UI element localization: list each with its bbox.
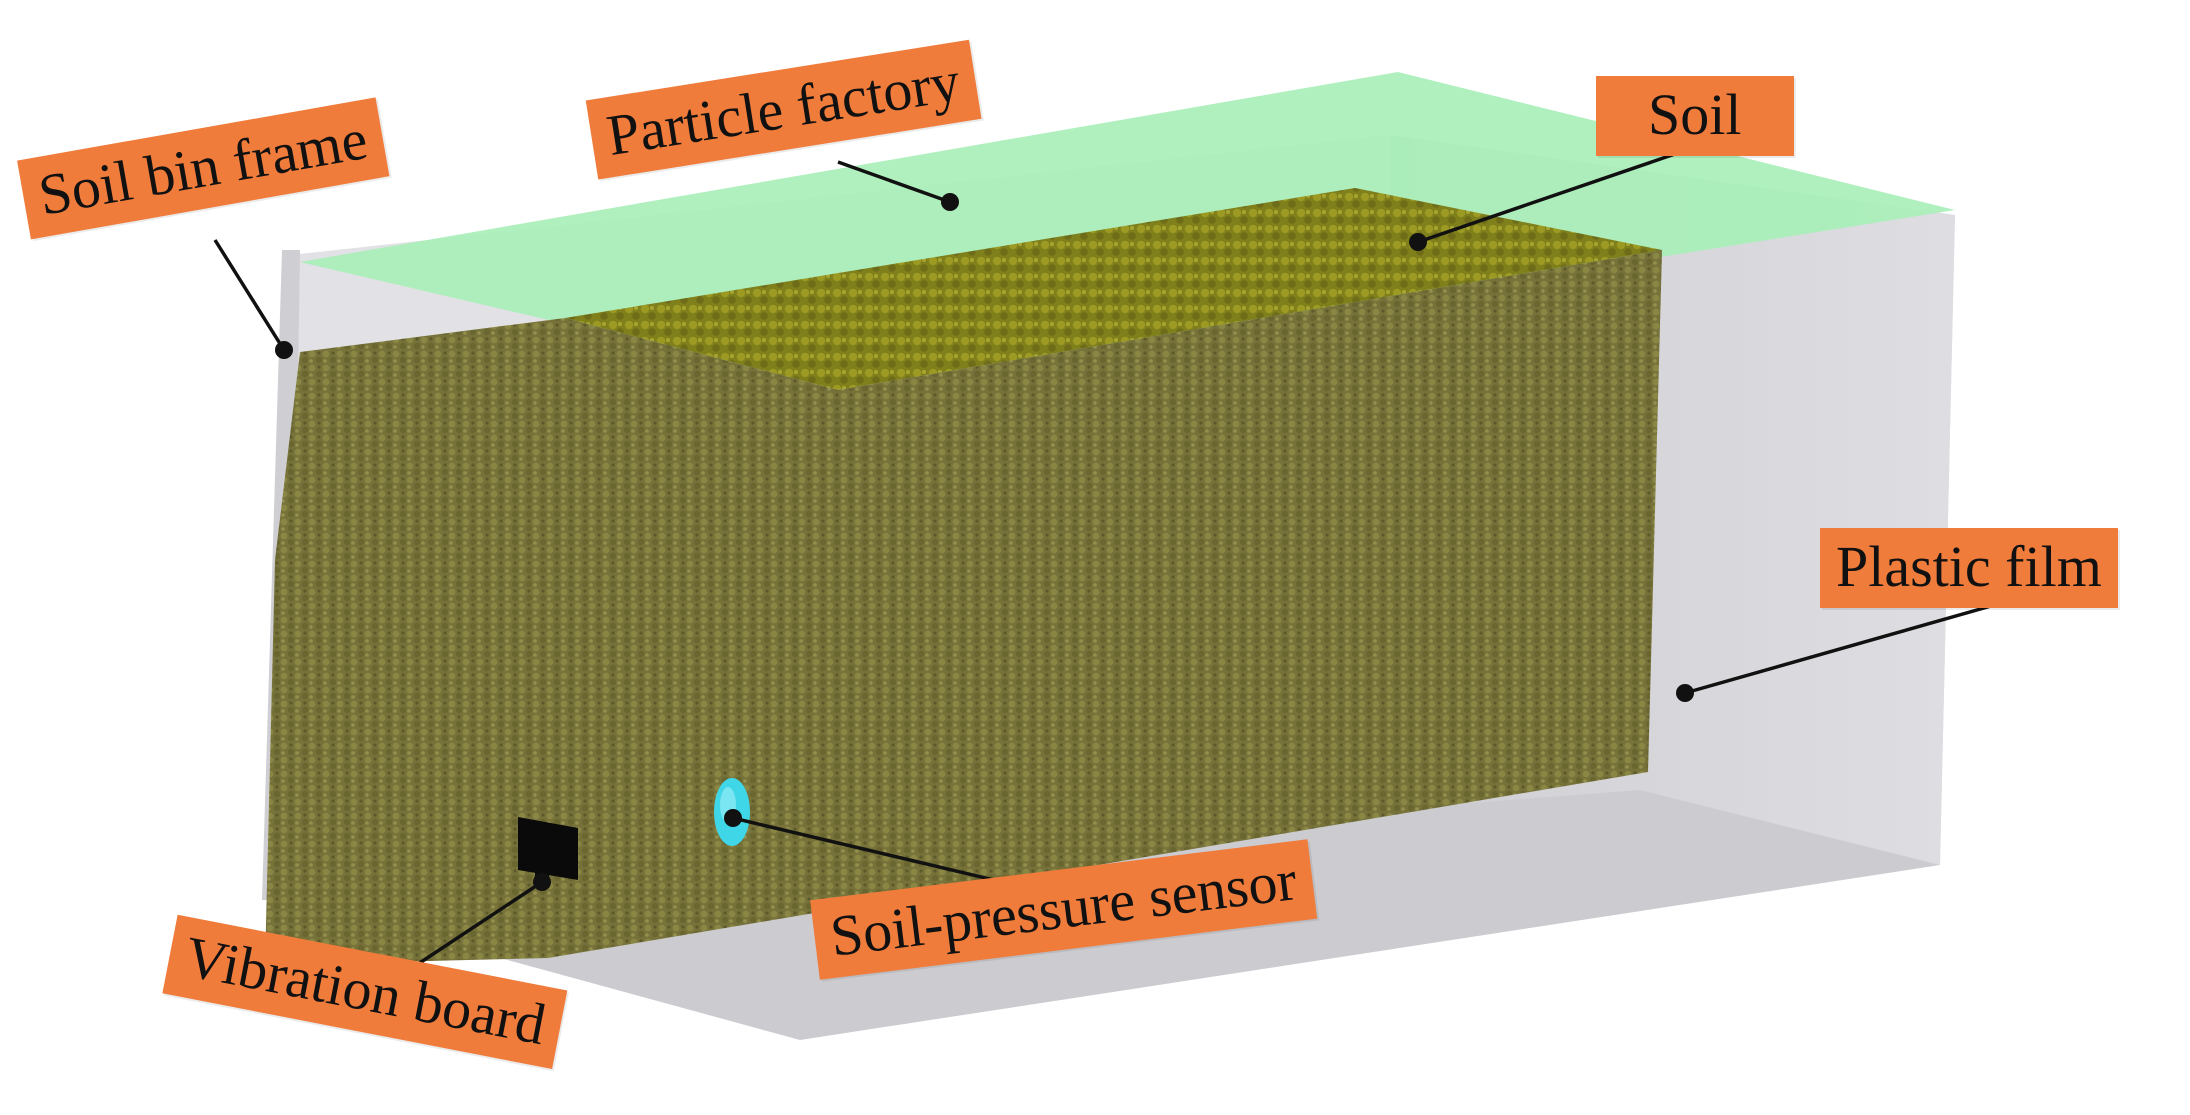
dot-soil	[1409, 233, 1427, 251]
soil-top-surface	[565, 188, 1662, 390]
soil-front-block	[265, 250, 1662, 965]
label-soil: Soil	[1596, 76, 1794, 156]
dot-vibration-board	[533, 873, 551, 891]
vibration-board-shape	[518, 817, 578, 880]
label-plastic-film: Plastic film	[1820, 528, 2118, 608]
leader-plastic-film	[1684, 602, 1999, 695]
dot-soil-bin-frame	[275, 341, 293, 359]
leader-soil	[1417, 140, 1711, 244]
dot-plastic-film	[1676, 684, 1694, 702]
leader-vibration-board	[405, 880, 543, 974]
leader-soil-bin-frame	[213, 239, 286, 351]
dot-particle-factory	[941, 193, 959, 211]
leader-particle-factory	[837, 160, 951, 204]
dot-soil-pressure-sensor	[724, 809, 742, 827]
